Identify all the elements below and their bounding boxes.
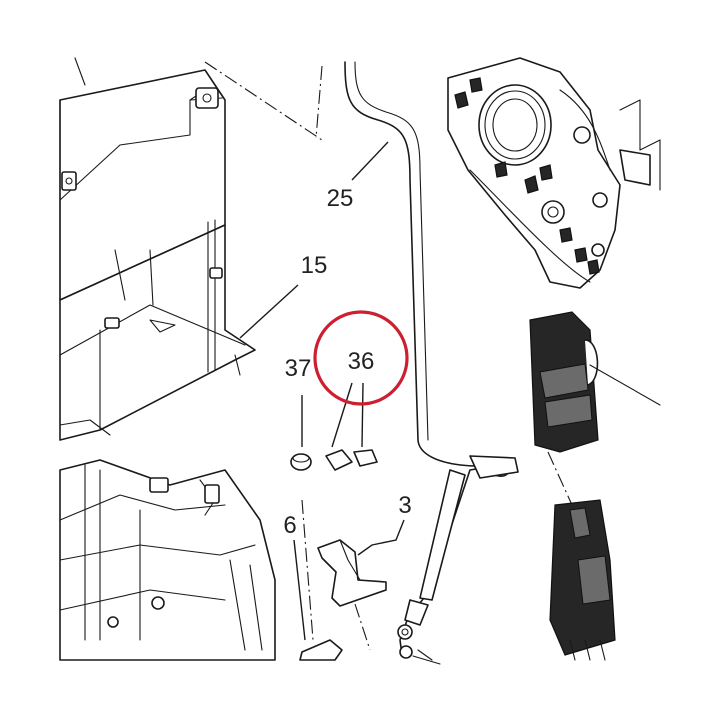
- part-6-piece: [299, 639, 343, 661]
- switch-handle-component: [529, 311, 661, 453]
- callout-labels: 25 15 37 36 3 6: [283, 185, 411, 539]
- callout-37: 37: [285, 355, 312, 382]
- leader-lines: [239, 141, 405, 641]
- part-36-pads: [325, 449, 378, 471]
- part-15-tray: [59, 219, 256, 441]
- part-37-cylinder: [290, 453, 312, 471]
- connector-module: [549, 499, 616, 661]
- highlight-circle: [313, 310, 409, 406]
- motor-gear-housing: [447, 57, 661, 289]
- part-25-cable: [344, 61, 519, 665]
- part-3-bracket: [317, 539, 387, 607]
- upper-left-housing: [59, 57, 226, 301]
- lower-left-base-frame: [59, 459, 276, 661]
- callout-25: 25: [327, 185, 354, 212]
- callout-3: 3: [398, 492, 411, 519]
- callout-6: 6: [283, 512, 296, 539]
- callout-15: 15: [301, 252, 328, 279]
- callout-36: 36: [348, 348, 375, 375]
